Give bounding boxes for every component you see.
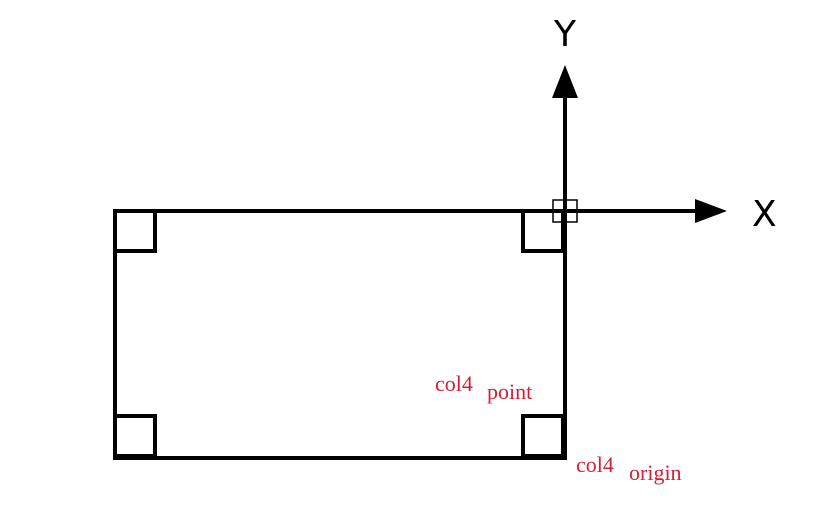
y-axis-label: Y — [553, 14, 577, 55]
x-axis-arrowhead — [695, 199, 727, 223]
col4-origin-label: col4 origin — [576, 452, 682, 485]
y-axis-arrowhead — [552, 65, 578, 98]
corner-square-bottom-right — [521, 414, 565, 458]
corner-square-top-left — [113, 209, 157, 253]
corner-square-bottom-left — [113, 414, 157, 458]
col4-origin-base: col4 — [576, 452, 614, 477]
rectangle — [113, 209, 567, 460]
col4-point-subscript: point — [487, 379, 532, 404]
col4-point-label: col4 point — [435, 371, 532, 404]
origin-marker — [552, 199, 578, 223]
col4-point-base: col4 — [435, 371, 473, 396]
col4-origin-subscript: origin — [629, 460, 682, 485]
corner-square-top-right — [521, 209, 565, 253]
axes — [552, 65, 727, 223]
x-axis-label: X — [752, 194, 777, 235]
